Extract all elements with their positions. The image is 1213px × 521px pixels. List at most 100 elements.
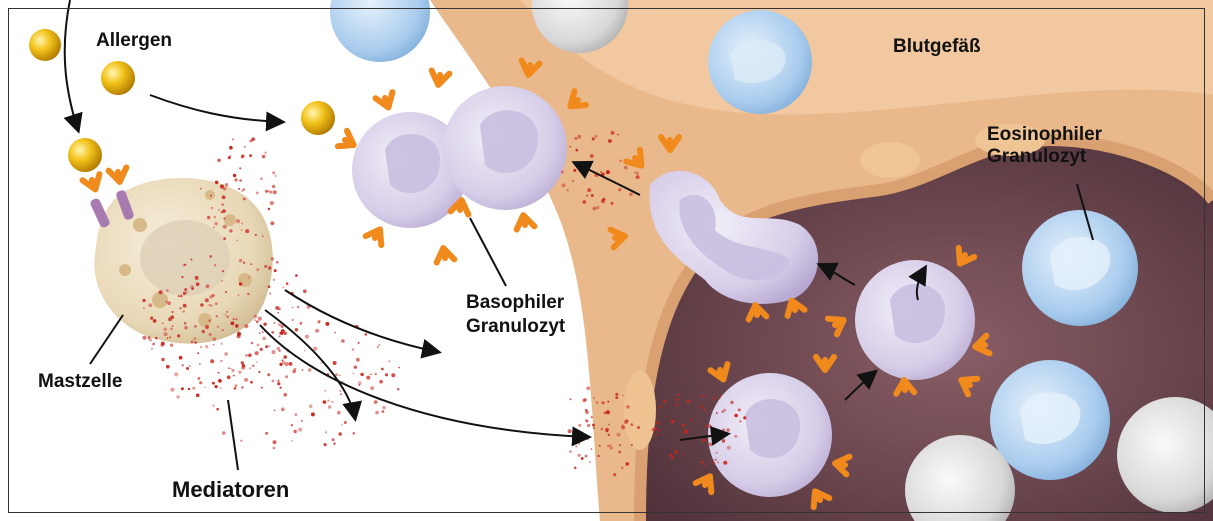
mediator-dot	[272, 185, 275, 188]
mediator-dot	[252, 365, 254, 367]
mediator-dot	[237, 294, 239, 296]
mediator-dot	[218, 372, 220, 374]
mediator-dot	[272, 380, 275, 383]
mediator-dot	[743, 416, 746, 419]
mediator-dot	[255, 351, 259, 355]
eosinophil-top-right	[708, 10, 812, 114]
mediator-dot	[358, 384, 360, 386]
mediator-dot	[611, 202, 614, 205]
mediator-dot	[719, 398, 721, 400]
mediator-dot	[222, 431, 226, 435]
mediator-dot	[594, 135, 597, 138]
eosinophil-labeled	[1022, 210, 1138, 326]
mediator-dot	[365, 333, 368, 336]
mediator-dot	[715, 459, 717, 461]
mediator-dot	[278, 335, 280, 337]
mediator-dot	[268, 266, 271, 269]
mediator-dot	[208, 304, 210, 306]
mediator-dot	[183, 292, 187, 296]
mediator-dot	[615, 396, 618, 399]
mediator-dot	[586, 165, 588, 167]
mediator-dot	[254, 319, 256, 321]
mediator-dot	[578, 431, 580, 433]
mediator-dot	[220, 184, 224, 188]
mediator-dot	[618, 451, 621, 454]
mediator-dot	[190, 285, 194, 289]
mediator-dot	[218, 379, 222, 383]
mediator-dot	[297, 306, 299, 308]
mediator-dot	[240, 440, 242, 442]
mediator-dot	[225, 291, 227, 293]
mediator-dot	[204, 386, 206, 388]
mediator-dot	[587, 424, 590, 427]
mediator-dot	[184, 322, 187, 325]
mediator-dot	[258, 317, 262, 321]
mediator-dot	[250, 263, 252, 265]
mediator-dot	[207, 216, 210, 219]
mediator-dot	[269, 191, 272, 194]
mediator-dot	[730, 401, 733, 404]
mediator-dot	[381, 368, 384, 371]
mediator-dot	[167, 337, 169, 339]
mediator-dot	[663, 400, 667, 404]
mediator-dot	[281, 329, 285, 333]
mediator-dot	[704, 465, 706, 467]
mediator-dot	[256, 361, 258, 363]
mediator-dot	[352, 373, 354, 375]
mediator-dot	[196, 282, 200, 286]
mediator-dot	[248, 353, 252, 357]
mediator-dot	[739, 420, 741, 422]
label-basophiler-line2: Granulozyt	[466, 316, 565, 338]
mediator-dot	[195, 341, 197, 343]
mediator-dot	[585, 170, 588, 173]
mediator-dot	[206, 284, 210, 288]
mediator-dot	[265, 190, 268, 193]
mediator-dot	[629, 193, 633, 197]
mediator-dot	[734, 414, 738, 418]
mediator-dot	[572, 180, 574, 182]
mediator-dot	[285, 375, 288, 378]
mediator-dot	[391, 373, 395, 377]
mediator-dot	[218, 209, 220, 211]
mediator-dot	[586, 386, 590, 390]
mediator-dot	[223, 225, 227, 229]
mediator-dot	[227, 375, 231, 379]
mediator-dot	[262, 331, 264, 333]
mediator-dot	[233, 375, 235, 377]
mediator-dot	[313, 347, 317, 351]
mediator-dot	[600, 171, 602, 173]
mediator-dot	[611, 131, 615, 135]
mediator-dot	[283, 355, 287, 359]
mediator-dot	[164, 328, 167, 331]
mediator-dot	[160, 344, 164, 348]
mediator-dot	[270, 201, 274, 205]
mediator-dot	[275, 306, 279, 310]
mediator-dot	[183, 264, 185, 266]
mediator-dot	[286, 282, 289, 285]
mediator-dot	[230, 368, 232, 370]
mediator-dot	[291, 424, 293, 426]
mediator-dot	[734, 435, 737, 438]
mediator-dot	[241, 229, 243, 231]
mediator-dot	[325, 322, 329, 326]
mediator-dot	[709, 442, 713, 446]
mediator-dot	[309, 405, 313, 409]
mediator-dot	[289, 362, 293, 366]
mediator-dot	[176, 395, 179, 398]
mediator-dot	[366, 376, 370, 380]
mediator-dot	[374, 373, 377, 376]
mediator-dot	[574, 438, 578, 442]
mediator-dot	[174, 372, 178, 376]
mediator-dot	[189, 365, 191, 367]
mediator-dot	[243, 198, 246, 201]
mediator-dot	[237, 334, 241, 338]
mediator-dot	[282, 359, 284, 361]
mediator-dot	[294, 430, 297, 433]
mediator-dot	[304, 350, 306, 352]
mediator-dot	[574, 431, 577, 434]
mediator-dot	[245, 229, 249, 233]
mediator-dot	[258, 371, 260, 373]
mediator-dot	[183, 310, 185, 312]
mediator-dot	[197, 352, 199, 354]
mediator-dot	[281, 408, 285, 412]
